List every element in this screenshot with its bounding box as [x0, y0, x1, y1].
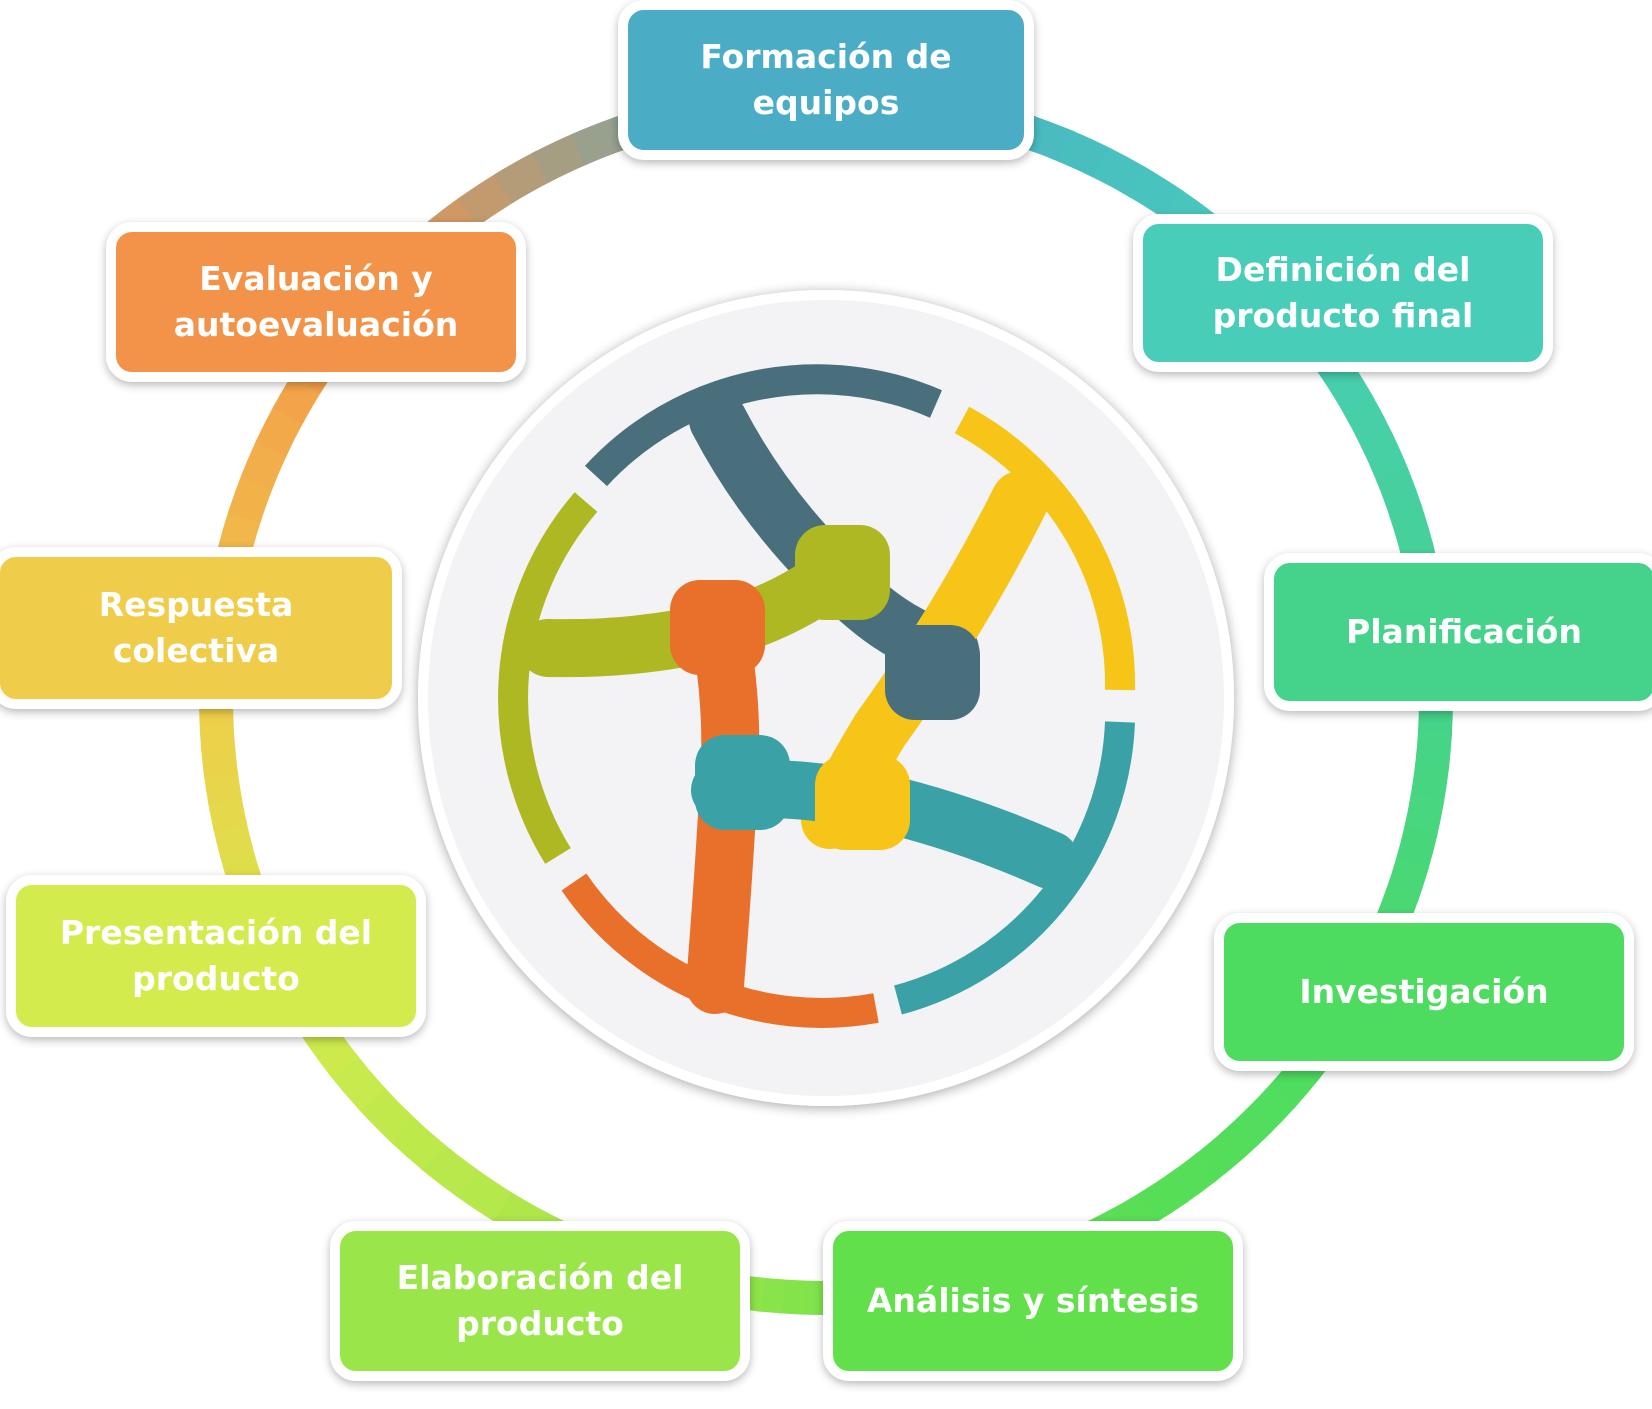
step-elaboracion-del-producto: Elaboración del producto [330, 1221, 750, 1381]
step-label: Elaboración del producto [396, 1258, 684, 1343]
step-label: Presentación del producto [59, 913, 373, 998]
step-planificacion: Planificación [1264, 553, 1652, 711]
step-investigacion: Investigación [1214, 913, 1634, 1071]
step-label: Investigación [1299, 972, 1549, 1011]
step-presentacion-del-producto: Presentación del producto [6, 875, 426, 1037]
step-label: Formación de equipos [700, 37, 952, 122]
step-evaluacion-y-autoevaluacion: Evaluación y autoevaluación [106, 222, 526, 382]
step-label: Planificación [1346, 612, 1582, 651]
step-label: Evaluación y autoevaluación [173, 259, 459, 344]
step-label: Análisis y síntesis [866, 1281, 1200, 1320]
step-label: Definición del producto final [1212, 250, 1474, 335]
step-formacion-de-equipos: Formación de equipos [618, 0, 1034, 160]
step-definicion-del-producto-final: Definición del producto final [1133, 214, 1553, 372]
step-label: Respuesta colectiva [98, 585, 294, 670]
step-analisis-y-sintesis: Análisis y síntesis [823, 1221, 1243, 1381]
step-respuesta-colectiva: Respuesta colectiva [0, 547, 402, 709]
